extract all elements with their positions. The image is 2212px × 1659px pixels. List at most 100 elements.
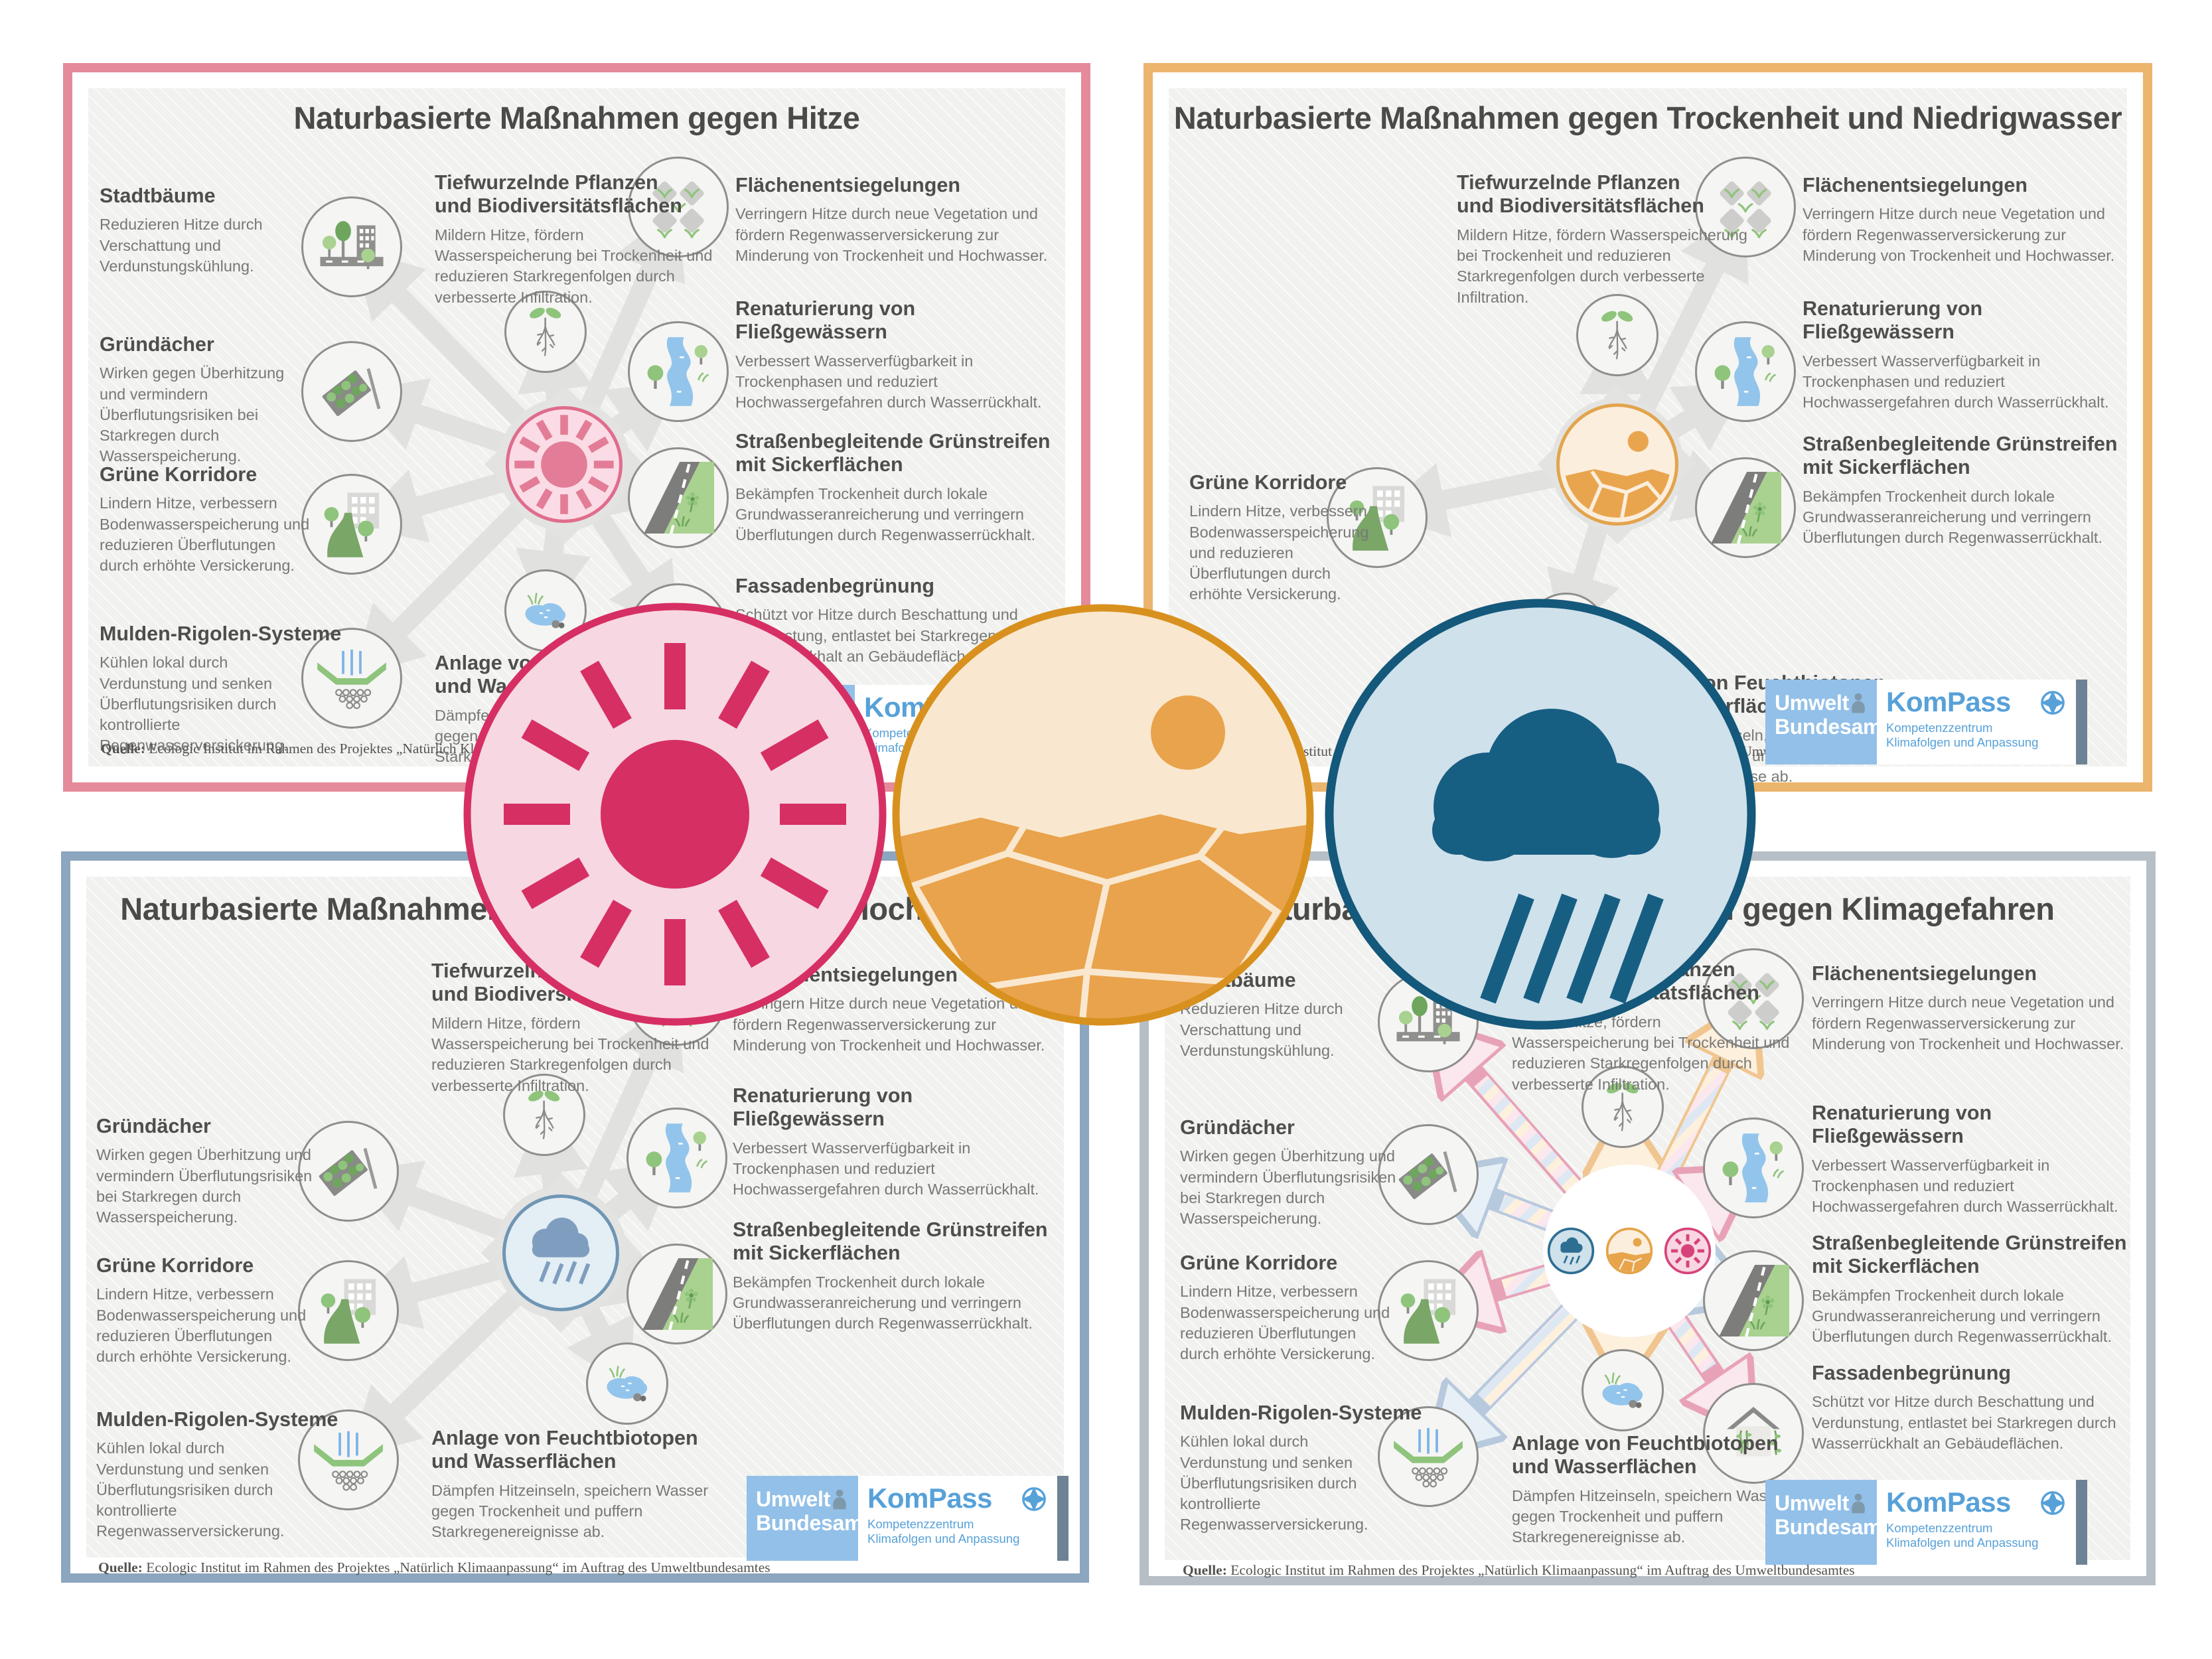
measure-heading: Renaturierung von Fließgewässern [735, 297, 916, 344]
river-icon [627, 1108, 727, 1208]
roadside-green-icon [1703, 1250, 1804, 1351]
source-text: Ecologic Institut im Rahmen des Projekte… [1226, 1562, 1855, 1578]
green-corridor-icon [298, 1260, 399, 1361]
measure-gruenstreifen: Straßenbegleitende Grünstreifen mit Sick… [1812, 1232, 2147, 1348]
green-roof-icon [301, 341, 402, 442]
measure-body: Lindern Hitze, verbessern Bodenwasserspe… [1180, 1283, 1390, 1363]
measure-heading: Anlage von Feuchtbiotopen und Wasserfläc… [431, 1427, 698, 1473]
measure-feuchtbiotope: Anlage von Feuchtbiotopen und Wasserfläc… [1512, 1432, 1804, 1548]
pond-icon [586, 1342, 668, 1425]
measure-body: Wirken gegen Überhitzung und vermindern … [1180, 1147, 1396, 1228]
measure-heading: Flächenentsiegelungen [735, 174, 960, 196]
measure-body: Dämpfen Hitzeinseln, speichern Wasser ge… [1512, 1486, 1789, 1546]
kompass-sub2: Klimafolgen und Anpassung [1886, 735, 2039, 750]
green-roof-icon [1378, 1124, 1479, 1225]
cracked-earth-icon [888, 600, 1318, 1030]
all-hazards-hub [1543, 1165, 1716, 1337]
drought-hub-cracked-earth-icon [1556, 403, 1678, 526]
measure-body: Schützt vor Hitze durch Beschattung und … [1812, 1393, 2116, 1452]
swale-icon [298, 1409, 399, 1510]
sun-mini-icon [1664, 1227, 1712, 1275]
sun-icon [459, 599, 891, 1030]
uba-line2: Bundesamt [1775, 714, 1889, 739]
measure-body: Verbessert Wasserverfügbarkeit in Trocke… [735, 352, 1042, 411]
rain-hub-rain-cloud-icon [502, 1194, 619, 1311]
measure-body: Bekämpfen Trockenheit durch lokale Grund… [1803, 487, 2102, 547]
measure-body: Bekämpfen Trockenheit durch lokale Grund… [735, 484, 1035, 544]
measure-heading: Fassadenbegrünung [1812, 1362, 2011, 1384]
kompass-compass-icon [2040, 690, 2065, 715]
measure-heading: Mulden-Rigolen-Systeme [1180, 1402, 1422, 1424]
measure-tiefwurzelnde: Tiefwurzelnde Pflanzen und Biodiversität… [435, 171, 713, 308]
kompass-name: KomPass [1886, 1486, 2011, 1518]
poster-trockenheit-title: Naturbasierte Maßnahmen gegen Trockenhei… [1173, 100, 2122, 135]
city-trees-icon [301, 196, 402, 297]
source-label: Quelle: [1183, 1562, 1227, 1578]
measure-heading: Stadtbäume [100, 184, 216, 207]
measure-heading: Renaturierung von Fließgewässern [1803, 297, 1983, 344]
logo-strip-tab [2076, 680, 2087, 764]
measure-body: Verringern Hitze durch neue Vegetation u… [1803, 205, 2115, 264]
measure-body: Verbessert Wasserverfügbarkeit in Trocke… [1803, 352, 2109, 411]
measure-heading: Gründächer [100, 333, 214, 356]
kompass-name: KomPass [867, 1482, 992, 1514]
uba-line1: Umwelt [1775, 691, 1849, 715]
measure-heading: Flächenentsiegelungen [1803, 174, 2028, 196]
measure-body: Reduzieren Hitze durch Verschattung und … [1180, 1000, 1343, 1059]
source-text: Ecologic Institut im Rahmen des Projekte… [142, 1559, 771, 1575]
measure-heading: Fassadenbegrünung [735, 575, 934, 597]
measure-body: Wirken gegen Überhitzung und vermindern … [100, 364, 285, 465]
measure-heading: Grüne Korridore [96, 1254, 254, 1277]
pond-icon [504, 569, 587, 652]
swale-icon [301, 628, 402, 729]
seedling-roots-icon [1582, 1066, 1664, 1148]
measure-heading: Mulden-Rigolen-Systeme [96, 1408, 338, 1431]
source-label: Quelle: [101, 741, 145, 757]
poster-hitze-title: Naturbasierte Maßnahmen gegen Hitze [293, 100, 860, 135]
source-line: Quelle: Ecologic Institut im Rahmen des … [98, 1559, 771, 1576]
measure-heading: Straßenbegleitende Grünstreifen mit Sick… [735, 430, 1051, 476]
heat-hub-sun-icon [506, 406, 623, 523]
roadside-green-icon [628, 447, 729, 548]
measure-heading: Grüne Korridore [1180, 1252, 1338, 1274]
source-line: Quelle: Ecologic Institut im Rahmen des … [1183, 1562, 1855, 1579]
kompass-compass-icon [1021, 1486, 1047, 1512]
kompass-sub1: Kompetenzzentrum [1886, 721, 1993, 735]
seedling-roots-icon [503, 1074, 585, 1156]
source-label: Quelle: [98, 1559, 143, 1575]
uba-line2: Bundesamt [756, 1510, 870, 1535]
kompass-sub2: Klimafolgen und Anpassung [867, 1532, 1020, 1546]
measure-body: Lindern Hitze, verbessern Bodenwasserspe… [96, 1285, 307, 1366]
measure-gruenstreifen: Straßenbegleitende Grünstreifen mit Sick… [735, 430, 1070, 546]
kompass-sub1: Kompetenzzentrum [867, 1517, 974, 1532]
measure-body: Bekämpfen Trockenheit durch lokale Grund… [1812, 1286, 2112, 1346]
roadside-green-icon [627, 1244, 727, 1344]
pond-icon [1582, 1349, 1664, 1431]
kompass-compass-icon [2040, 1490, 2065, 1516]
measure-body: Kühlen lokal durch Verdunstung und senke… [96, 1439, 285, 1540]
uba-person-icon [833, 1489, 846, 1510]
river-icon [628, 321, 729, 422]
measure-heading: Gründächer [1180, 1116, 1295, 1139]
measure-heading: Straßenbegleitende Grünstreifen mit Sick… [733, 1218, 1048, 1265]
